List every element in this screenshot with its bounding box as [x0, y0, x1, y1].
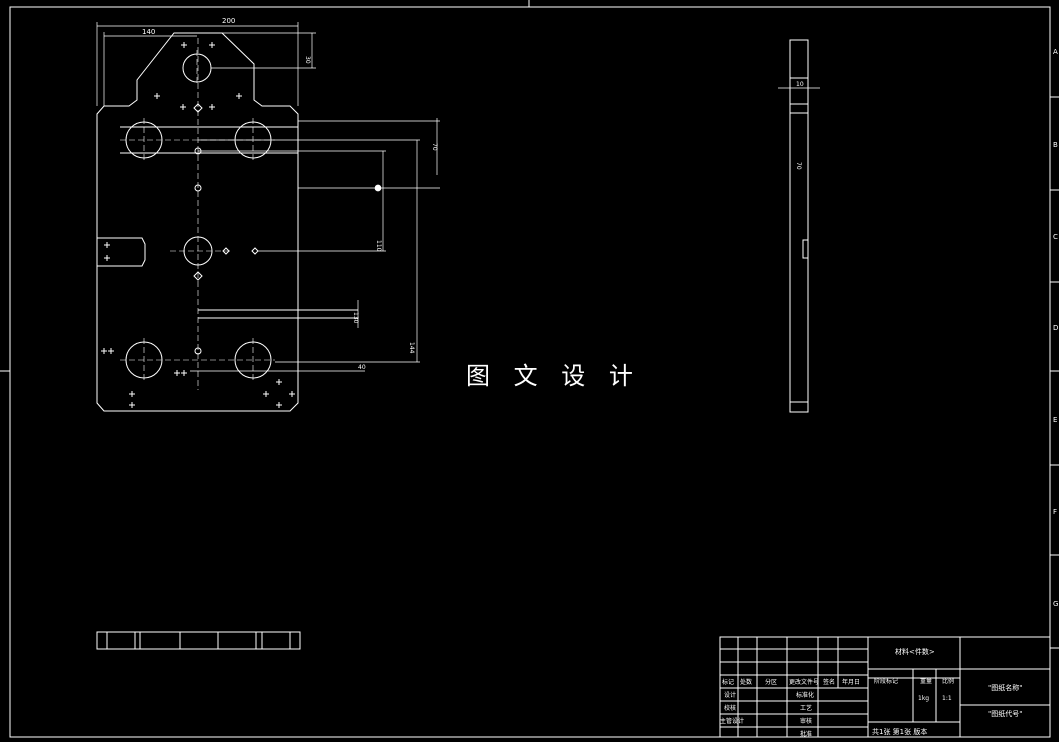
title-drawing-name: "图纸名称" — [988, 683, 1022, 692]
header-date: 年月日 — [842, 678, 860, 686]
side-view — [778, 39, 820, 413]
dim-overall-width: 200 — [222, 17, 235, 25]
label-standard: 标准化 — [796, 691, 814, 699]
sheet-info: 共1张 第1张 版本 — [872, 727, 927, 736]
zone-letter: E — [1053, 416, 1057, 424]
title-block — [719, 636, 1051, 738]
header-sign: 签名 — [823, 678, 835, 686]
row-check: 校核 — [724, 704, 736, 712]
title-drawing-code: "图纸代号" — [988, 709, 1022, 718]
dim-upper-width: 140 — [142, 28, 155, 36]
zone-letter: C — [1053, 233, 1058, 241]
header-count: 处数 — [740, 678, 752, 686]
zone-letter: D — [1053, 324, 1058, 332]
header-mark: 标记 — [722, 678, 734, 686]
dim-right-top: 30 — [304, 56, 311, 64]
label-approve: 批准 — [800, 730, 812, 738]
value-weight: 1kg — [918, 695, 929, 702]
row-design: 设计 — [724, 691, 736, 699]
dim-right-mid: 70 — [431, 143, 438, 151]
parts-strip — [96, 631, 301, 650]
dim-right-slot: 110 — [375, 240, 382, 252]
zone-letters: A B C D E F G — [1053, 48, 1058, 608]
zone-letter: A — [1053, 48, 1058, 56]
dim-side-width: 10 — [796, 81, 804, 88]
zone-letter: G — [1053, 600, 1058, 608]
label-scale: 比例 — [942, 677, 954, 685]
row-chief: 主管设计 — [720, 717, 744, 725]
label-weight: 重量 — [920, 677, 932, 685]
zone-letter: F — [1053, 508, 1057, 516]
watermark-text: 图 文 设 计 — [466, 362, 641, 390]
zone-letter: B — [1053, 141, 1058, 149]
header-zone: 分区 — [765, 678, 777, 686]
value-scale: 1:1 — [942, 695, 952, 702]
main-plate-view — [96, 32, 358, 412]
dim-side-mid: 70 — [795, 162, 802, 170]
drawing-frame — [9, 6, 1051, 738]
dim-bottom-right: 40 — [358, 364, 366, 371]
dim-right-bottom: 144 — [408, 342, 415, 354]
label-review: 审核 — [800, 717, 812, 725]
title-material: 材料<件数> — [895, 647, 935, 656]
dim-right-low: 130 — [352, 312, 359, 324]
label-process: 工艺 — [800, 704, 812, 712]
header-change-doc: 更改文件号 — [789, 678, 819, 686]
label-stage-mark: 阶段标记 — [874, 677, 898, 685]
